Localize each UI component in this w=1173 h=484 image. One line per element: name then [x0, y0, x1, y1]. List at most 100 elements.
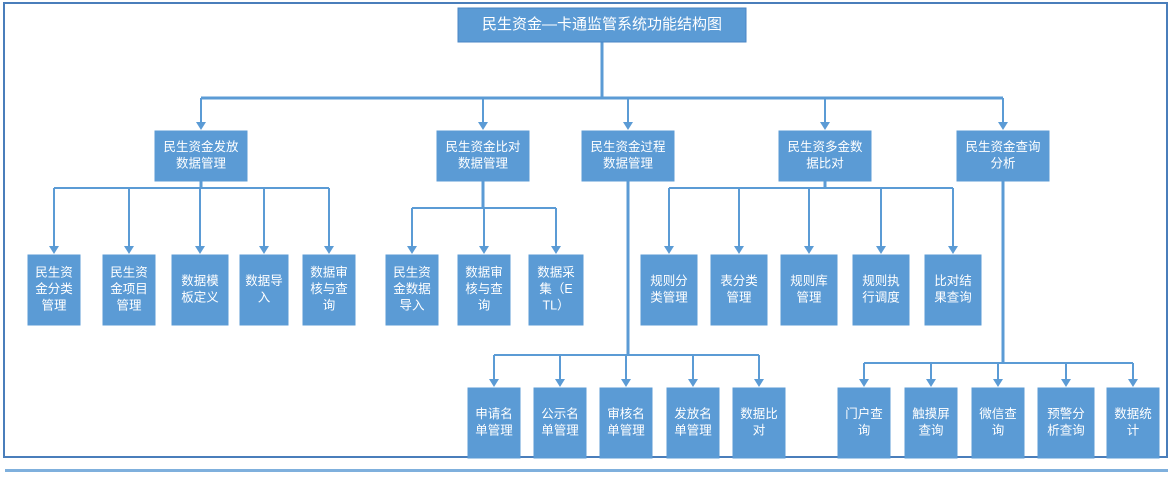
- leaf-node-b2c1-label: 民生资金数据导入: [393, 266, 431, 313]
- leaf-node-b5c5-label: 数据统计: [1114, 406, 1152, 438]
- branch-node-b1-label: 民生资金发放数据管理: [163, 139, 239, 171]
- connector-arrowhead: [478, 122, 488, 130]
- connector-arrowhead: [948, 246, 958, 254]
- root-node-label: 民生资金—卡通监管系统功能结构图: [482, 16, 722, 33]
- leaf-node-b2c2-label: 数据审核与查询: [465, 265, 503, 313]
- leaf-node-b4c5[interactable]: 比对结果查询: [924, 254, 982, 326]
- leaf-node-b1c3-label: 数据模板定义: [181, 273, 219, 305]
- leaf-node-b5c1-label: 门户查询: [845, 406, 883, 438]
- leaf-node-b5c4-label: 预警分析查询: [1047, 406, 1085, 438]
- leaf-node-b5c4[interactable]: 预警分析查询: [1037, 387, 1095, 459]
- leaf-node-b3c2-box: [533, 387, 587, 459]
- leaf-node-b3c5-label: 数据比对: [740, 406, 778, 438]
- leaf-node-b3c1-label: 申请名单管理: [475, 406, 513, 438]
- connector-arrowhead: [820, 122, 830, 130]
- leaf-node-b1c5-box: [302, 254, 356, 326]
- leaf-node-b4c5-label: 比对结果查询: [934, 274, 972, 305]
- branch-node-b4[interactable]: 民生资多金数据比对: [778, 130, 872, 182]
- leaf-node-b1c2[interactable]: 民生资金项目管理: [102, 254, 156, 326]
- leaf-node-b1c3[interactable]: 数据模板定义: [171, 254, 229, 326]
- leaf-node-b1c5-label: 数据审核与查询: [310, 265, 348, 313]
- root-node-box: [457, 7, 747, 43]
- branch-node-b4-label: 民生资多金数据比对: [787, 139, 863, 171]
- connector-arrowhead: [324, 246, 334, 254]
- leaf-node-b1c3-box: [171, 254, 229, 326]
- leaf-node-b3c4[interactable]: 发放名单管理: [666, 387, 720, 459]
- connector-arrowhead: [998, 122, 1008, 130]
- leaf-node-b2c1[interactable]: 民生资金数据导入: [385, 254, 439, 326]
- leaf-node-b1c2-label: 民生资金项目管理: [110, 266, 148, 313]
- connector-arrowhead: [259, 246, 269, 254]
- leaf-node-b5c3-label: 微信查询: [979, 407, 1017, 438]
- leaf-node-b5c2-box: [904, 387, 958, 459]
- connector-arrowhead: [195, 246, 205, 254]
- leaf-node-b1c1-box: [27, 254, 81, 326]
- leaf-node-b4c3[interactable]: 规则库管理: [780, 254, 838, 326]
- leaf-node-b3c4-box: [666, 387, 720, 459]
- leaf-node-b3c5[interactable]: 数据比对: [732, 387, 786, 459]
- bottom-divider: [5, 469, 1168, 472]
- connector-arrowhead: [734, 246, 744, 254]
- branch-node-b5[interactable]: 民生资金查询分析: [956, 130, 1050, 182]
- leaf-node-b4c4[interactable]: 规则执行调度: [852, 254, 910, 326]
- leaf-node-b3c3[interactable]: 审核名单管理: [599, 387, 653, 459]
- leaf-node-b5c5[interactable]: 数据统计: [1106, 387, 1160, 459]
- leaf-node-b3c4-label: 发放名单管理: [674, 406, 712, 438]
- branch-node-b2[interactable]: 民生资金比对数据管理: [436, 130, 530, 182]
- connector-arrowhead: [688, 379, 698, 387]
- branch-node-b5-label: 民生资金查询分析: [965, 139, 1040, 171]
- branch-node-b1-box: [154, 130, 248, 182]
- branch-node-b3-label: 民生资金过程数据管理: [590, 139, 666, 171]
- connector-arrowhead: [876, 246, 886, 254]
- leaf-node-b2c3-box: [528, 254, 584, 326]
- connector-arrowhead: [621, 379, 631, 387]
- leaf-node-b2c2[interactable]: 数据审核与查询: [457, 254, 511, 326]
- branch-node-b4-box: [778, 130, 872, 182]
- connector-arrowhead: [754, 379, 764, 387]
- leaf-node-b5c2-label: 触摸屏查询: [912, 407, 950, 438]
- leaf-node-b4c2-label: 表分类管理: [720, 274, 758, 305]
- leaf-node-b1c4[interactable]: 数据导入: [239, 254, 289, 326]
- node-layer: 民生资金—卡通监管系统功能结构图民生资金发放数据管理民生资金分类管理民生资金项目…: [27, 7, 1160, 459]
- leaf-node-b5c3-box: [971, 387, 1025, 459]
- leaf-node-b5c3[interactable]: 微信查询: [971, 387, 1025, 459]
- root-node[interactable]: 民生资金—卡通监管系统功能结构图: [457, 7, 747, 43]
- connector-arrowhead: [196, 122, 206, 130]
- connector-arrowhead: [479, 246, 489, 254]
- connector-arrowhead: [623, 122, 633, 130]
- connector-layer: [49, 42, 1138, 387]
- branch-node-b3[interactable]: 民生资金过程数据管理: [581, 130, 675, 182]
- leaf-node-b4c3-box: [780, 254, 838, 326]
- leaf-node-b3c2[interactable]: 公示名单管理: [533, 387, 587, 459]
- leaf-node-b1c4-box: [239, 254, 289, 326]
- leaf-node-b5c1[interactable]: 门户查询: [837, 387, 891, 459]
- connector-arrowhead: [993, 379, 1003, 387]
- connector-arrowhead: [1061, 379, 1071, 387]
- branch-node-b2-box: [436, 130, 530, 182]
- leaf-node-b3c1[interactable]: 申请名单管理: [467, 387, 521, 459]
- branch-node-b2-label: 民生资金比对数据管理: [445, 139, 520, 171]
- connector-arrowhead: [804, 246, 814, 254]
- leaf-node-b1c5[interactable]: 数据审核与查询: [302, 254, 356, 326]
- leaf-node-b2c1-box: [385, 254, 439, 326]
- leaf-node-b4c4-box: [852, 254, 910, 326]
- leaf-node-b5c2[interactable]: 触摸屏查询: [904, 387, 958, 459]
- leaf-node-b4c2[interactable]: 表分类管理: [710, 254, 768, 326]
- leaf-node-b2c2-box: [457, 254, 511, 326]
- connector-arrowhead: [926, 379, 936, 387]
- branch-node-b1[interactable]: 民生资金发放数据管理: [154, 130, 248, 182]
- connector-arrowhead: [49, 246, 59, 254]
- leaf-node-b1c1[interactable]: 民生资金分类管理: [27, 254, 81, 326]
- connector-arrowhead: [664, 246, 674, 254]
- leaf-node-b4c2-box: [710, 254, 768, 326]
- connector-arrowhead: [1128, 379, 1138, 387]
- leaf-node-b4c1[interactable]: 规则分类管理: [640, 254, 698, 326]
- leaf-node-b5c4-box: [1037, 387, 1095, 459]
- leaf-node-b3c3-box: [599, 387, 653, 459]
- connector-arrowhead: [489, 379, 499, 387]
- page-frame-border: [3, 2, 1168, 458]
